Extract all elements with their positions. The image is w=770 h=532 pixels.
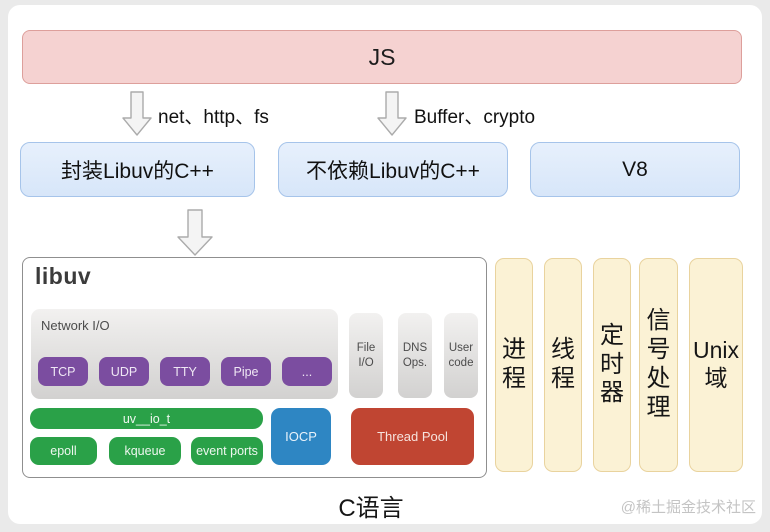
cpp-libuv-wrapper-box: 封装Libuv的C++ [20,142,255,197]
chip-tcp: TCP [38,357,88,386]
chip-tcp-label: TCP [50,364,76,379]
epoll-label: epoll [50,444,77,458]
chip-pipe: Pipe [221,357,271,386]
bar-unix-domain: Unix域 [689,258,743,472]
uv-io-t-label: uv__io_t [122,411,171,426]
chip-pipe-label: Pipe [233,364,259,379]
bar-signal-handling: 信号处理 [639,258,678,472]
v8-label: V8 [622,157,648,181]
bar-thread: 线程 [544,258,582,472]
file-io-line2: I/O [358,356,374,369]
bar-process: 进程 [495,258,533,472]
file-io-box: File I/O [349,313,383,398]
v8-box: V8 [530,142,740,197]
js-layer-label: JS [368,43,396,70]
chip-tty: TTY [160,357,210,386]
event-ports-box: event ports [191,437,263,465]
dns-ops-line2: Ops. [402,356,428,369]
flow-label-net-http-fs: net、http、fs [158,106,269,128]
js-layer-box: JS [22,30,742,84]
chip-udp: UDP [99,357,149,386]
dns-ops-box: DNS Ops. [398,313,432,398]
c-language-label: C语言 [338,495,404,522]
flow-label-buffer-crypto: Buffer、crypto [414,106,536,128]
dns-ops-line1: DNS [402,341,428,354]
iocp-label: IOCP [285,429,317,444]
chip-ellipsis: ... [282,357,332,386]
kqueue-box: kqueue [109,437,181,465]
cpp-non-libuv-box: 不依赖Libuv的C++ [278,142,508,197]
iocp-box: IOCP [271,408,331,465]
chip-ellipsis-label: ... [301,364,313,379]
watermark-text: @稀土掘金技术社区 [620,499,756,516]
network-io-label: Network I/O [41,318,110,333]
libuv-container: libuv Network I/O TCP UDP TTY Pipe ... F… [22,257,487,478]
thread-pool-box: Thread Pool [351,408,474,465]
cpp-libuv-wrapper-label: 封装Libuv的C++ [61,159,214,183]
event-ports-label: event ports [196,444,258,458]
network-io-group: Network I/O TCP UDP TTY Pipe ... [31,309,338,399]
thread-pool-label: Thread Pool [377,429,448,444]
file-io-line1: File [356,341,376,354]
cpp-non-libuv-label: 不依赖Libuv的C++ [306,159,480,183]
user-code-box: User code [444,313,478,398]
chip-udp-label: UDP [110,364,138,379]
bar-timer: 定时器 [593,258,631,472]
kqueue-label: kqueue [124,444,166,458]
chip-tty-label: TTY [173,364,197,379]
uv-io-t-bar: uv__io_t [30,408,263,429]
libuv-title: libuv [35,263,92,289]
epoll-box: epoll [30,437,97,465]
user-code-line2: code [448,356,474,369]
user-code-line1: User [448,341,474,354]
